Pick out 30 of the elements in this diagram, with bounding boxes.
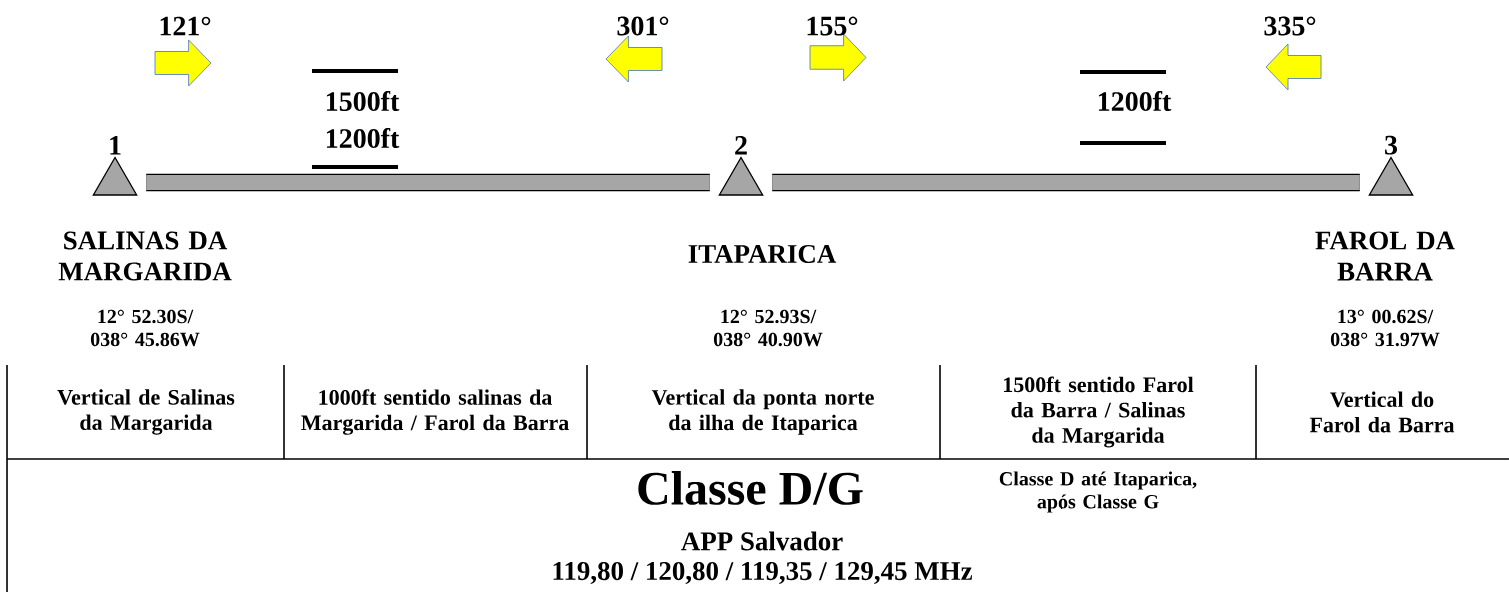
frequency-label: APP Salvador [681, 531, 843, 551]
table-cell: Vertical de Salinas da Margarida [57, 389, 235, 435]
altitude-label: 1500ft [326, 91, 400, 111]
station-name: 12° 52.93S/ 038° 40.90W [713, 309, 823, 347]
station-triangle: 1 [92, 136, 138, 196]
station-name: FAROL DA BARRA [1315, 231, 1455, 281]
class-label: Classe D/G [638, 471, 863, 505]
altitude-label: 1200ft [326, 128, 400, 148]
station-name: 13° 00.62S/ 038° 31.97W [1330, 309, 1440, 347]
route-bar [772, 173, 1360, 192]
heading-label: 335° [1264, 16, 1316, 36]
table-cell: 1500ft sentido Farol da Barra / Salinas da Margarida [1004, 376, 1194, 448]
table-cell: 1000ft sentido salinas da Margarida / Farol da Barra [301, 389, 569, 435]
station-name: SALINAS DA MARGARIDA [58, 231, 232, 281]
altitude-label: 1200ft [1098, 91, 1172, 111]
node-label: 2 [735, 136, 747, 155]
heading-label: 301° [617, 16, 669, 36]
heading-label: 121° [160, 16, 211, 36]
frequency-label: 119,80 / 120,80 / 119,35 / 129,45 MHz [553, 561, 972, 584]
table-cell: Vertical da ponta norte da ilha de Itaparica [651, 389, 874, 435]
node-label: 1 [110, 136, 121, 155]
table-cell: Vertical do Farol da Barra [1309, 391, 1455, 433]
class-note: Classe D até Itaparica, após Classe G [999, 471, 1197, 513]
heading-label: 155° [807, 16, 858, 36]
route-bar [146, 173, 710, 192]
node-label: 3 [1385, 135, 1398, 155]
station-name: ITAPARICA [688, 244, 837, 264]
station-triangle: 3 [1368, 135, 1414, 196]
station-triangle: 2 [718, 136, 764, 196]
station-name: 12° 52.30S/ 038° 45.86W [90, 309, 200, 347]
